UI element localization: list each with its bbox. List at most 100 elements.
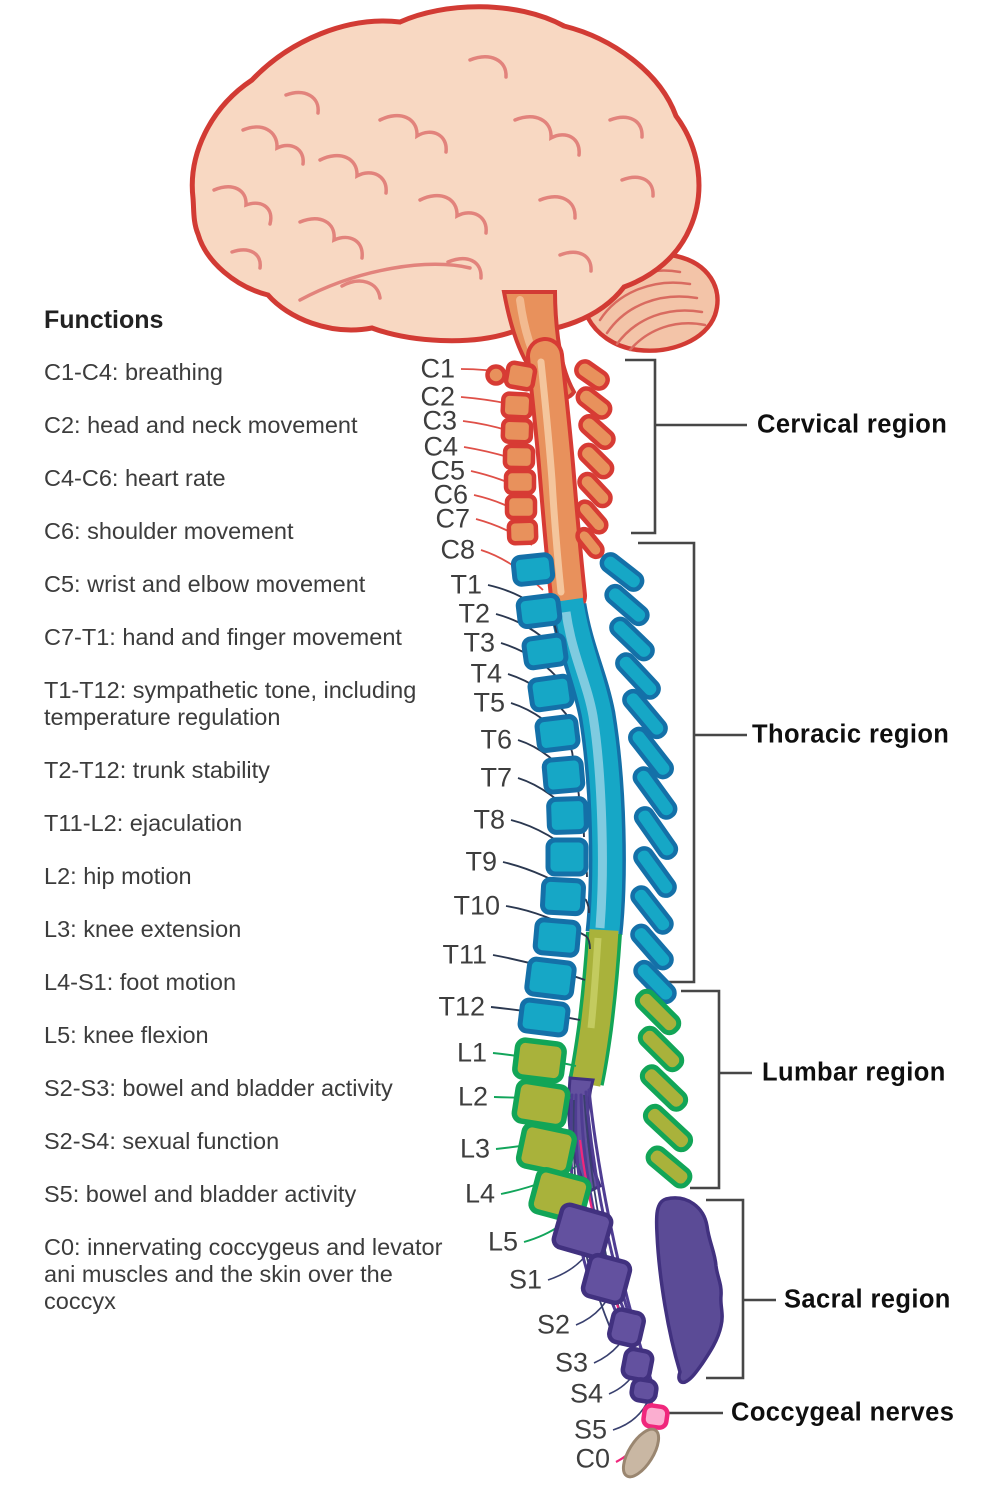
function-item: C6: shoulder movement [44, 518, 294, 544]
function-item: C5: wrist and elbow movement [44, 571, 366, 597]
vertebra-block [500, 417, 534, 445]
segment-label-t7: T7 [480, 762, 512, 793]
segment-label-t5: T5 [473, 687, 505, 718]
vertebra-block [527, 673, 575, 713]
segment-label-t6: T6 [480, 724, 512, 755]
function-item: S5: bowel and bladder activity [44, 1181, 357, 1207]
cervical-vertebrae [500, 360, 539, 546]
vertebra-block [512, 1037, 567, 1084]
vertebra-block [607, 1307, 646, 1348]
vertebra-block [620, 1346, 655, 1383]
spinous-process [577, 471, 613, 509]
vertebra-block [540, 876, 586, 917]
lumbar-processes [634, 988, 694, 1189]
vertebra-block [551, 1202, 614, 1260]
nerve-line-t10 [505, 905, 591, 950]
function-item: C0: innervating coccygeus and levator an… [44, 1234, 443, 1314]
function-item: C2: head and neck movement [44, 412, 358, 438]
vertebra-block [532, 917, 582, 958]
vertebra-block [541, 755, 586, 795]
function-item: T11-L2: ejaculation [44, 810, 243, 836]
function-item: L2: hip motion [44, 863, 192, 889]
segment-label-c3: C3 [422, 405, 457, 436]
segment-label-s1: S1 [508, 1264, 542, 1295]
spinous-process [574, 359, 610, 391]
segment-label-t10: T10 [453, 890, 500, 921]
segment-label-s4: S4 [569, 1378, 603, 1409]
vertebra-block [506, 518, 539, 546]
spinous-process [634, 988, 682, 1036]
function-item: L4-S1: foot motion [44, 969, 237, 995]
functions-heading: Functions [44, 306, 164, 334]
spinous-process [630, 885, 674, 935]
segment-label-c8: C8 [440, 534, 475, 565]
segment-label-s2: S2 [536, 1309, 570, 1340]
spinous-process [609, 616, 655, 662]
segment-label-l3: L3 [459, 1133, 490, 1164]
vertebra-block [524, 956, 577, 1001]
coccygeal-nerve-dot [641, 1403, 670, 1430]
region-label-thoracic: Thoracic region [752, 720, 950, 749]
lumbar-bracket [681, 989, 721, 1190]
vertebra-block [502, 443, 536, 471]
segment-label-c2: C2 [420, 381, 455, 412]
spinous-process [642, 1103, 694, 1153]
vertebra-block [517, 997, 571, 1038]
vertebra-block [521, 632, 569, 671]
vertebra-block [511, 1078, 571, 1130]
segment-label-t2: T2 [458, 598, 490, 629]
function-item: C4-C6: heart rate [44, 465, 226, 491]
spinous-process [633, 806, 679, 860]
spinous-process [639, 1064, 689, 1112]
cervical-bracket [625, 358, 657, 535]
sacral-vertebrae [551, 1202, 659, 1404]
region-label-sacral: Sacral region [784, 1285, 951, 1314]
segment-label-c4: C4 [423, 431, 458, 462]
spinous-process [575, 526, 605, 560]
segment-label-c0: C0 [575, 1443, 610, 1474]
vertebra-block [504, 493, 538, 521]
spinous-process [604, 583, 650, 627]
spinous-process [578, 414, 616, 450]
spinous-process [628, 726, 674, 780]
spinous-process [575, 386, 613, 420]
cervical-processes [574, 359, 616, 560]
spinous-process [637, 1025, 685, 1073]
function-item: S2-S3: bowel and bladder activity [44, 1075, 393, 1101]
segment-label-t11: T11 [442, 939, 487, 970]
spinous-process [630, 923, 674, 971]
spinous-process [599, 552, 645, 592]
segment-label-c1: C1 [420, 353, 455, 384]
spinal-cord [526, 337, 626, 1195]
segment-label-l1: L1 [456, 1037, 487, 1068]
spinous-process [575, 499, 609, 535]
vertebra-block [503, 468, 537, 496]
segment-label-c5: C5 [430, 455, 465, 486]
segment-label-t4: T4 [470, 658, 502, 689]
vertebra-block [629, 1377, 659, 1404]
segment-label-t8: T8 [473, 804, 505, 835]
segment-label-s3: S3 [554, 1347, 588, 1378]
spinous-process [633, 846, 677, 898]
spinous-process [577, 442, 615, 480]
spinous-process [645, 1145, 693, 1189]
segment-label-l5: L5 [487, 1226, 518, 1257]
region-label-lumbar: Lumbar region [762, 1058, 946, 1087]
vertebra-block [510, 552, 556, 587]
coccyx [621, 1427, 661, 1479]
sacral-bracket [706, 1198, 745, 1380]
functions-panel: Functions C1-C4: breathing C2: head and … [44, 306, 446, 1341]
vertebra-block [515, 592, 563, 630]
segment-label-t9: T9 [465, 846, 497, 877]
thoracic-processes [599, 552, 679, 1005]
function-item: S2-S4: sexual function [44, 1128, 280, 1154]
function-item: T2-T12: trunk stability [44, 757, 270, 783]
segment-label-s5: S5 [573, 1414, 607, 1445]
function-item: C7-T1: hand and finger movement [44, 624, 402, 650]
spinous-process [632, 766, 678, 820]
function-item: L3: knee extension [44, 916, 242, 942]
atlas-circle [485, 364, 507, 386]
vertebra-block [500, 391, 534, 420]
